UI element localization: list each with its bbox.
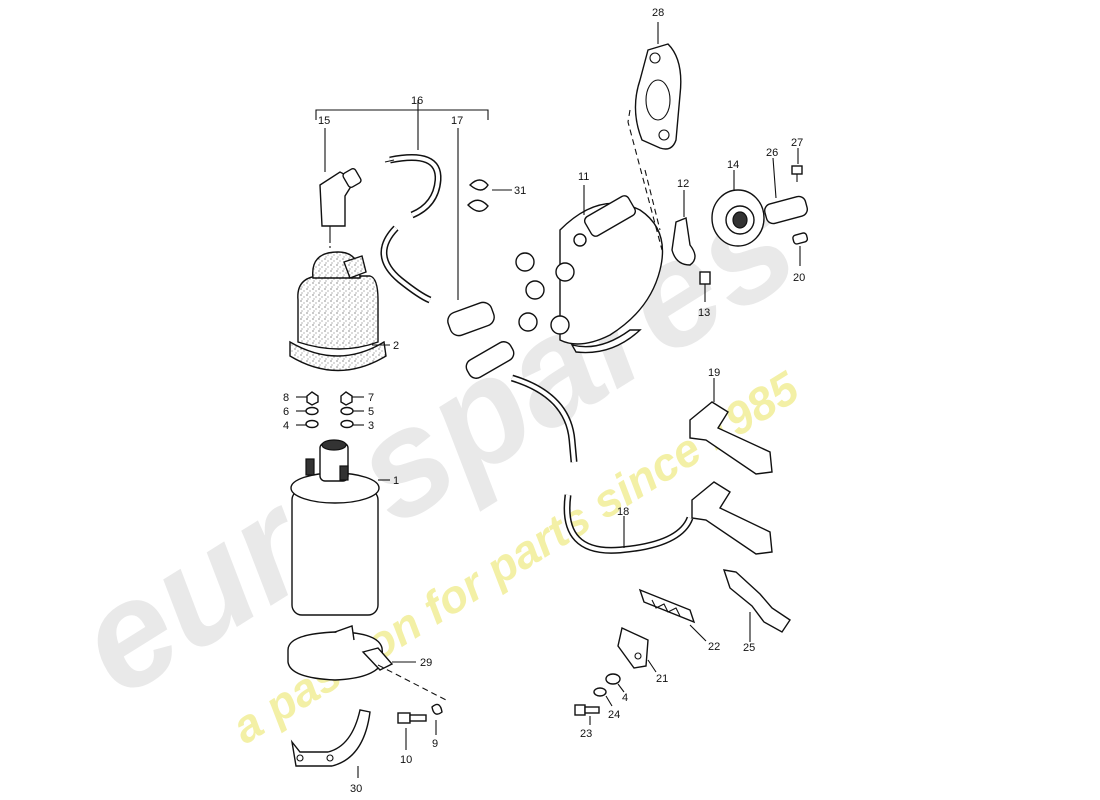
callout-10: 10 xyxy=(400,754,412,766)
washer-part-6 xyxy=(296,406,319,416)
callout-5: 5 xyxy=(368,406,374,418)
nut-part-8 xyxy=(296,391,319,406)
callout-3: 3 xyxy=(368,420,374,432)
suppressor-part-26 xyxy=(764,157,808,225)
callout-14: 14 xyxy=(727,159,739,171)
callout-4-right: 4 xyxy=(622,692,628,704)
washer-part-4-right xyxy=(605,673,625,693)
callout-27: 27 xyxy=(791,137,803,149)
callout-11: 11 xyxy=(578,171,589,183)
rotor-part-12 xyxy=(671,190,696,266)
callout-8: 8 xyxy=(283,392,289,404)
clamp-part-29 xyxy=(287,625,416,681)
callout-16: 16 xyxy=(411,95,423,107)
callout-18: 18 xyxy=(617,506,629,518)
callout-15: 15 xyxy=(318,115,330,127)
callout-28: 28 xyxy=(652,7,664,19)
screw-part-13 xyxy=(699,271,711,302)
ht-lead-part-18 xyxy=(465,341,694,554)
callout-17: 17 xyxy=(451,115,463,127)
gasket-part-28 xyxy=(634,22,682,150)
coil-boot-part-2 xyxy=(289,240,390,372)
callout-6: 6 xyxy=(283,406,289,418)
callout-4-left: 4 xyxy=(283,420,289,432)
nut-part-20 xyxy=(792,232,809,266)
washer-part-4-left xyxy=(296,419,319,429)
spark-plug-part-25 xyxy=(722,569,791,642)
callout-29: 29 xyxy=(420,657,432,669)
callout-20: 20 xyxy=(793,272,805,284)
distributor-cap-part-11 xyxy=(515,185,664,354)
callout-30: 30 xyxy=(350,783,362,795)
clip-part-31 xyxy=(467,179,512,212)
bracket-part-22 xyxy=(638,588,707,642)
callout-1: 1 xyxy=(393,475,399,487)
nut-part-7 xyxy=(340,391,364,406)
callout-25: 25 xyxy=(743,642,755,654)
callout-2: 2 xyxy=(393,340,399,352)
callout-12: 12 xyxy=(677,178,689,190)
callout-26: 26 xyxy=(766,147,778,159)
boot-part-17 xyxy=(447,128,495,337)
bolt-part-23 xyxy=(574,704,600,725)
dust-cover-part-14 xyxy=(711,170,765,247)
screw-part-27 xyxy=(791,148,803,182)
ignition-coil-part-1 xyxy=(290,439,390,616)
washer-part-24 xyxy=(593,687,613,707)
callout-21: 21 xyxy=(656,673,668,685)
washer-part-9 xyxy=(431,703,443,735)
bracket-part-30 xyxy=(290,709,371,778)
callout-7: 7 xyxy=(368,392,374,404)
callout-labels: 28 16 15 17 31 11 12 14 26 27 20 13 2 19… xyxy=(283,7,805,795)
callout-31: 31 xyxy=(514,185,526,197)
callout-23: 23 xyxy=(580,728,592,740)
callout-22: 22 xyxy=(708,641,720,653)
nuts-washers-parts-3-8 xyxy=(296,391,364,429)
watermark: eurospares a passion for parts since 198… xyxy=(48,156,823,753)
coil-lead-part-16 xyxy=(315,100,489,304)
callout-19: 19 xyxy=(708,367,720,379)
washer-part-5 xyxy=(340,406,364,416)
boot-part-15 xyxy=(319,128,362,240)
callout-24: 24 xyxy=(608,709,620,721)
plug-connector-part-19b xyxy=(691,481,773,555)
washer-part-3 xyxy=(340,419,364,429)
bracket-part-21 xyxy=(617,627,657,673)
callout-9: 9 xyxy=(432,738,438,750)
bolt-part-10 xyxy=(397,712,427,750)
callout-13: 13 xyxy=(698,307,710,319)
plug-connector-part-19 xyxy=(689,378,773,475)
